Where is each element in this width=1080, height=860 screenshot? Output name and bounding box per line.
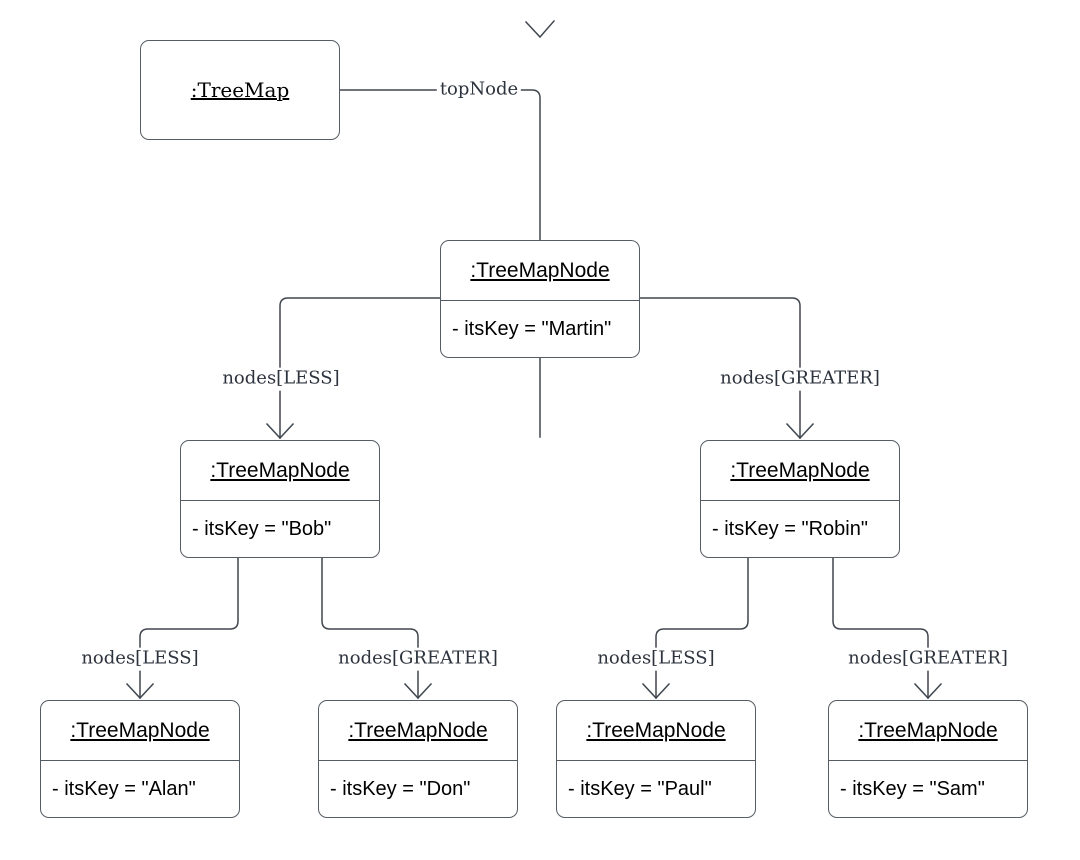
object-attribute: - itsKey = "Bob": [181, 500, 379, 557]
object-node-bob: :TreeMapNode - itsKey = "Bob": [180, 440, 380, 558]
object-title: :TreeMap: [190, 78, 290, 102]
object-node-robin: :TreeMapNode - itsKey = "Robin": [700, 440, 900, 558]
object-attribute: - itsKey = "Robin": [701, 500, 899, 557]
edge-bob-greater-arrowhead-icon: [403, 682, 433, 700]
object-title: :TreeMapNode: [586, 718, 726, 742]
edge-martin-greater-line: [639, 297, 801, 439]
edge-robin-less-line: [655, 557, 749, 699]
object-title: :TreeMapNode: [210, 458, 350, 482]
edge-robin-greater-line: [832, 557, 929, 699]
object-title: :TreeMapNode: [470, 258, 610, 282]
object-title: :TreeMapNode: [348, 718, 488, 742]
object-attribute: - itsKey = "Don": [319, 760, 517, 817]
edge-martin-greater-arrowhead-icon: [785, 422, 815, 440]
object-attribute: - itsKey = "Sam": [829, 760, 1027, 817]
object-node-sam: :TreeMapNode - itsKey = "Sam": [828, 700, 1028, 818]
edge-label-bob-greater: nodes[GREATER]: [335, 647, 501, 671]
edge-bob-greater-line: [321, 557, 419, 699]
object-node-paul: :TreeMapNode - itsKey = "Paul": [556, 700, 756, 818]
edge-label-martin-greater: nodes[GREATER]: [717, 367, 883, 391]
object-node-treemap: :TreeMap: [140, 40, 340, 140]
object-attribute: - itsKey = "Paul": [557, 760, 755, 817]
edge-robin-greater-arrowhead-icon: [913, 682, 943, 700]
edge-bob-less-line: [139, 557, 239, 699]
edge-robin-less-arrowhead-icon: [641, 682, 671, 700]
edge-martin-less-line: [279, 297, 441, 439]
object-title: :TreeMapNode: [70, 718, 210, 742]
object-node-don: :TreeMapNode - itsKey = "Don": [318, 700, 518, 818]
object-node-alan: :TreeMapNode - itsKey = "Alan": [40, 700, 240, 818]
object-attribute: - itsKey = "Martin": [441, 300, 639, 357]
edge-label-robin-greater: nodes[GREATER]: [845, 647, 1011, 671]
edge-topnode-line: [339, 89, 541, 438]
edge-topnode-arrowhead-icon: [524, 19, 556, 39]
object-attribute: - itsKey = "Alan": [41, 760, 239, 817]
edge-label-bob-less: nodes[LESS]: [78, 647, 202, 671]
edge-martin-less-arrowhead-icon: [265, 422, 295, 440]
object-node-martin: :TreeMapNode - itsKey = "Martin": [440, 240, 640, 358]
object-title: :TreeMapNode: [858, 718, 998, 742]
object-title: :TreeMapNode: [730, 458, 870, 482]
edge-bob-less-arrowhead-icon: [125, 682, 155, 700]
edge-label-martin-less: nodes[LESS]: [219, 367, 343, 391]
edge-label-robin-less: nodes[LESS]: [594, 647, 718, 671]
edge-label-topnode: topNode: [436, 78, 522, 102]
